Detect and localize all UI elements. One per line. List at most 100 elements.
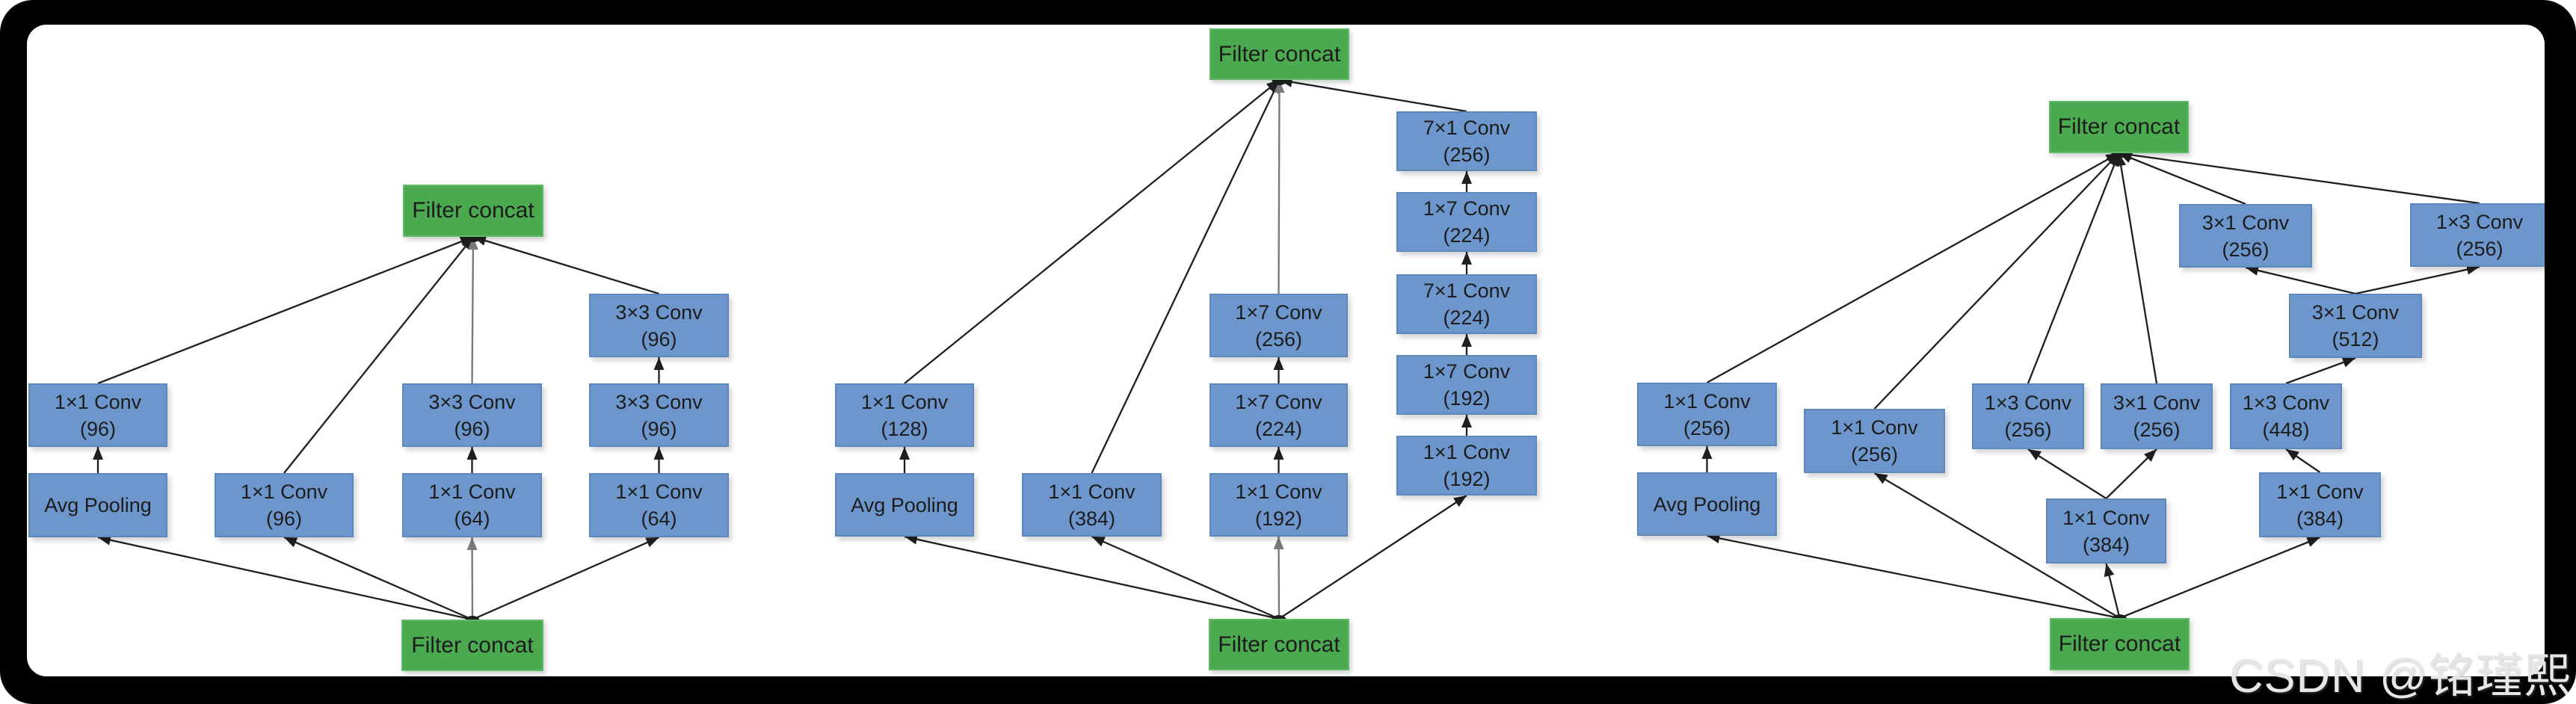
- node-channels: (256): [1683, 416, 1731, 439]
- node-channels: (224): [1254, 417, 1303, 440]
- node-label: 1×7 Conv: [1423, 360, 1511, 383]
- node-label: 3×1 Conv: [2311, 301, 2400, 324]
- node-channels: (64): [454, 507, 490, 530]
- node-inception-block-b-bot_concat: Filter concat: [1209, 619, 1349, 670]
- node-channels: (256): [2222, 238, 2270, 261]
- edge-inception-block-c-b2_conv-to-top_concat: [1873, 152, 2120, 410]
- edge-inception-block-c-bot_concat-to-b3_conv: [2104, 563, 2121, 619]
- node-label: 1×3 Conv: [2242, 392, 2330, 414]
- node-inception-block-b-b4_c192a: 1×7 Conv(192): [1396, 355, 1537, 415]
- node-channels: (512): [2332, 328, 2379, 351]
- node-inception-block-a-top_concat: Filter concat: [403, 185, 543, 237]
- node-label: 1×1 Conv: [1048, 480, 1136, 503]
- node-inception-block-a-b1_pool: Avg Pooling: [28, 473, 167, 537]
- node-inception-block-c-b2_conv: 1×1 Conv(256): [1804, 409, 1945, 473]
- node-inception-block-c-b1_pool: Avg Pooling: [1637, 472, 1777, 536]
- node-inception-block-b-b3_c224: 1×7 Conv (224): [1210, 383, 1348, 447]
- edge-inception-block-a-b1_conv-to-top_concat: [97, 235, 474, 385]
- node-label: 1×1 Conv: [1235, 480, 1322, 503]
- node-label: 1×1 Conv: [860, 390, 949, 413]
- node-channels: (256): [2456, 237, 2503, 260]
- node-inception-block-b-b4_c256: 7×1 Conv(256): [1396, 111, 1537, 171]
- node-label: 3×3 Conv: [615, 390, 703, 413]
- node-channels: (96): [79, 417, 116, 440]
- edge-inception-block-c-b4_right-to-top_concat: [2119, 149, 2480, 205]
- node-inception-block-c-b3_right: 3×1 Conv(256): [2101, 383, 2213, 449]
- node-inception-block-b-b2_conv: 1×1 Conv (384): [1022, 473, 1162, 537]
- edge-inception-block-c-b4_c512-to-b4_left: [2245, 265, 2356, 295]
- node-inception-block-a-b4_conv1: 1×1 Conv (64): [589, 473, 729, 537]
- node-inception-block-a-b3_conv3: 3×3 Conv (96): [402, 383, 542, 447]
- node-inception-block-c-b4_c512: 3×1 Conv (512): [2289, 294, 2422, 358]
- edge-inception-block-c-b3_left-to-top_concat: [2027, 152, 2120, 384]
- watermark-text: CSDN @铭瑾熙: [2229, 650, 2572, 703]
- node-channels: (224): [1443, 224, 1491, 247]
- edge-inception-block-b-bot_concat-to-b2_conv: [1091, 535, 1280, 620]
- edge-inception-block-c-b1_conv-to-top_concat: [1706, 152, 2120, 384]
- edge-inception-block-a-b3_conv3-to-top_concat: [467, 236, 478, 384]
- node-inception-block-b-b3_c256: 1×7 Conv(256): [1210, 294, 1348, 357]
- node-channels: (256): [2004, 419, 2052, 441]
- diagram-layer: Filter concat 1×1 Conv (96) Avg Pooling 1×1 …: [27, 25, 2545, 676]
- node-channels: (192): [1254, 507, 1303, 530]
- node-inception-block-b-b1_pool: Avg Pooling: [835, 473, 974, 537]
- node-inception-block-a-bot_concat: Filter concat: [401, 620, 543, 671]
- node-inception-block-a-b4_conv3a: 3×3 Conv (96): [589, 383, 729, 447]
- node-label: Filter concat: [1218, 41, 1341, 67]
- node-inception-block-b-top_concat: Filter concat: [1210, 28, 1349, 80]
- node-inception-block-a-b4_conv3b: 3×3 Conv (96): [589, 294, 729, 357]
- edge-inception-block-b-bot_concat-to-b1_pool: [904, 534, 1280, 620]
- node-label: 1×1 Conv: [2062, 506, 2150, 529]
- node-label: 1×1 Conv: [54, 390, 142, 413]
- node-label: Filter concat: [2057, 114, 2181, 139]
- node-label: 3×3 Conv: [428, 390, 516, 413]
- node-channels: (256): [2133, 419, 2181, 441]
- node-inception-block-c-top_concat: Filter concat: [2049, 101, 2189, 153]
- node-label: Avg Pooling: [1653, 493, 1761, 516]
- node-inception-block-c-b4_left: 3×1 Conv (256): [2179, 204, 2312, 268]
- edge-inception-block-b-bot_concat-to-b4_c192b: [1278, 495, 1467, 620]
- node-label: Filter concat: [411, 632, 534, 658]
- edge-inception-block-b-b4_c256-to-top_concat: [1279, 76, 1467, 113]
- node-label: Avg Pooling: [44, 494, 152, 516]
- node-channels: (96): [641, 327, 677, 351]
- node-label: 7×1 Conv: [1423, 280, 1511, 302]
- node-label: 1×7 Conv: [1235, 390, 1322, 413]
- node-label: 3×3 Conv: [615, 300, 703, 324]
- node-label: 1×1 Conv: [1423, 441, 1511, 463]
- node-label: 3×1 Conv: [2201, 211, 2290, 234]
- node-channels: (448): [2262, 419, 2310, 441]
- node-inception-block-a-b2_conv: 1×1 Conv (96): [215, 473, 354, 537]
- node-channels: (384): [2296, 507, 2344, 530]
- node-label: Filter concat: [412, 198, 534, 223]
- node-inception-block-c-bot_concat: Filter concat: [2050, 618, 2190, 670]
- diagram-canvas: Filter concat 1×1 Conv (96) Avg Pooling 1×1 …: [27, 25, 2545, 676]
- edge-inception-block-c-b4_left-to-top_concat: [2119, 152, 2246, 206]
- node-label: 1×3 Conv: [2435, 210, 2524, 233]
- node-channels: (384): [1067, 507, 1116, 530]
- edge-inception-block-a-bot_concat-to-b1_pool: [97, 534, 473, 621]
- edge-inception-block-c-bot_concat-to-b2_conv: [1873, 472, 2121, 619]
- node-channels: (96): [454, 417, 490, 440]
- node-label: 1×3 Conv: [1984, 392, 2072, 414]
- node-inception-block-c-b3_conv: 1×1 Conv (384): [2046, 498, 2166, 563]
- node-label: 1×1 Conv: [615, 481, 703, 503]
- node-channels: (64): [641, 507, 677, 530]
- edge-inception-block-c-bot_concat-to-b1_pool: [1707, 533, 2120, 620]
- node-label: Filter concat: [2058, 632, 2181, 656]
- node-channels: (128): [881, 417, 928, 440]
- node-label: 1×1 Conv: [1831, 416, 1918, 439]
- node-channels: (96): [265, 507, 302, 530]
- node-label: 7×1 Conv: [1423, 117, 1511, 139]
- node-inception-block-c-b1_conv: 1×1 Conv(256): [1637, 383, 1777, 446]
- node-label: Avg Pooling: [851, 493, 958, 516]
- node-channels: (192): [1443, 468, 1491, 490]
- node-label: 1×1 Conv: [240, 481, 328, 503]
- edge-inception-block-c-b4_c512-to-b4_right: [2355, 264, 2480, 295]
- edge-inception-block-a-bot_concat-to-b3_conv1: [466, 537, 478, 620]
- node-inception-block-c-b3_left: 1×3 Conv (256): [1972, 383, 2084, 449]
- node-channels: (96): [641, 417, 677, 440]
- node-channels: (384): [2082, 533, 2130, 556]
- edge-inception-block-b-bot_concat-to-b3_c192: [1273, 536, 1284, 620]
